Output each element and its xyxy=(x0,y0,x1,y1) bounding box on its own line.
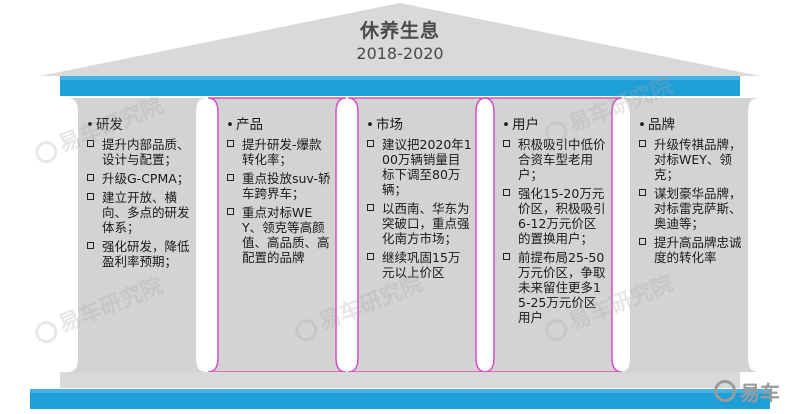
column-item-list: 提升研发-爆款转化率； 重点投放suv-轿车跨界车； 重点对标WEY、领克等高颜值、… xyxy=(226,137,332,265)
list-item: 重点对标WEY、领克等高颜值、高品质、高配置的品牌 xyxy=(226,205,332,265)
list-item: 前提布局25-50万元价区，争取未来留住更多15-25万元价区用户 xyxy=(502,250,608,325)
bullet-dot-icon: • xyxy=(226,117,234,133)
list-item-text: 继续巩固15万元以上价区 xyxy=(382,250,461,280)
list-item: 升级G-CPMA； xyxy=(86,171,192,186)
square-bullet-icon xyxy=(639,189,646,196)
square-bullet-icon xyxy=(87,193,94,200)
base-step-top xyxy=(60,372,740,388)
pediment-roof xyxy=(40,3,760,76)
list-item-text: 谋划豪华品牌，对标雷克萨斯、奥迪等； xyxy=(654,186,742,231)
list-item-text: 积极吸引中低价合资车型老用户； xyxy=(518,137,606,182)
column-heading: •研发 xyxy=(86,118,192,133)
square-bullet-icon xyxy=(87,242,94,249)
bullet-dot-icon: • xyxy=(502,117,510,133)
square-bullet-icon xyxy=(503,253,510,260)
list-item: 强化研发，降低盈利率预期； xyxy=(86,239,192,269)
column-heading-label: 品牌 xyxy=(647,117,675,133)
diagram-subtitle: 2018-2020 xyxy=(356,44,444,63)
diagram-title: 休养生息 xyxy=(359,20,440,42)
list-item: 强化15-20万元价区，积极吸引6-12万元价区的置换用户； xyxy=(502,186,608,246)
column-5-content: •品牌升级传祺品牌，对标WEY、领克；谋划豪华品牌，对标雷克萨斯、奥迪等； 提升高… xyxy=(638,118,744,269)
column-4-content: •用户积极吸引中低价合资车型老用户；强化15-20万元价区，积极吸引6-12万元… xyxy=(502,118,608,329)
column-heading-label: 产品 xyxy=(235,117,263,133)
column-heading-label: 用户 xyxy=(511,117,539,133)
list-item-text: 强化15-20万元价区，积极吸引6-12万元价区的置换用户； xyxy=(518,186,606,246)
list-item-text: 重点投放suv-轿车跨界车； xyxy=(242,171,331,201)
list-item-text: 提升内部品质、设计与配置； xyxy=(102,137,190,167)
square-bullet-icon xyxy=(227,174,234,181)
column-item-list: 积极吸引中低价合资车型老用户；强化15-20万元价区，积极吸引6-12万元价区的… xyxy=(502,137,608,325)
list-item-text: 建议把2020年100万辆销量目标下调至80万辆； xyxy=(382,137,472,197)
list-item: 重点投放suv-轿车跨界车； xyxy=(226,171,332,201)
list-item: 升级传祺品牌，对标WEY、领克； xyxy=(638,137,744,182)
square-bullet-icon xyxy=(639,140,646,147)
list-item: 建立开放、横向、多点的研发体系； xyxy=(86,190,192,235)
column-heading-label: 研发 xyxy=(95,117,123,133)
list-item-text: 以西南、华东为突破口，重点强化南方市场； xyxy=(382,201,470,246)
base-step-bottom xyxy=(30,389,770,409)
list-item-text: 前提布局25-50万元价区，争取未来留住更多15-25万元价区用户 xyxy=(518,250,606,325)
column-1 xyxy=(68,98,206,372)
square-bullet-icon xyxy=(367,253,374,260)
bullet-dot-icon: • xyxy=(86,117,94,133)
columns-group xyxy=(68,97,758,373)
list-item: 以西南、华东为突破口，重点强化南方市场； xyxy=(366,201,472,246)
list-item: 积极吸引中低价合资车型老用户； xyxy=(502,137,608,182)
column-heading: •市场 xyxy=(366,118,472,133)
top-beam xyxy=(60,76,740,96)
square-bullet-icon xyxy=(503,189,510,196)
list-item: 建议把2020年100万辆销量目标下调至80万辆； xyxy=(366,137,472,197)
square-bullet-icon xyxy=(227,140,234,147)
square-bullet-icon xyxy=(503,140,510,147)
column-1-content: •研发提升内部品质、设计与配置； 升级G-CPMA； 建立开放、横向、多点的研发体系… xyxy=(86,118,192,273)
column-heading: •用户 xyxy=(502,118,608,133)
list-item: 提升高品牌忠诚度的转化率 xyxy=(638,235,744,265)
column-item-list: 升级传祺品牌，对标WEY、领克；谋划豪华品牌，对标雷克萨斯、奥迪等； 提升高品牌忠… xyxy=(638,137,744,265)
list-item-text: 提升研发-爆款转化率； xyxy=(242,137,322,167)
list-item-text: 建立开放、横向、多点的研发体系； xyxy=(102,190,190,235)
column-item-list: 建议把2020年100万辆销量目标下调至80万辆；以西南、华东为突破口，重点强化… xyxy=(366,137,472,280)
bullet-dot-icon: • xyxy=(366,117,374,133)
list-item: 提升研发-爆款转化率； xyxy=(226,137,332,167)
column-item-list: 提升内部品质、设计与配置； 升级G-CPMA； 建立开放、横向、多点的研发体系； 强化… xyxy=(86,137,192,269)
square-bullet-icon xyxy=(87,140,94,147)
column-5 xyxy=(620,98,758,372)
square-bullet-icon xyxy=(367,204,374,211)
column-heading: •产品 xyxy=(226,118,332,133)
square-bullet-icon xyxy=(639,238,646,245)
column-3-content: •市场建议把2020年100万辆销量目标下调至80万辆；以西南、华东为突破口，重… xyxy=(366,118,472,284)
square-bullet-icon xyxy=(227,208,234,215)
list-item-text: 强化研发，降低盈利率预期； xyxy=(102,239,190,269)
list-item-text: 升级传祺品牌，对标WEY、领克； xyxy=(654,137,742,182)
brand-logo: 易车 xyxy=(714,377,780,406)
list-item: 谋划豪华品牌，对标雷克萨斯、奥迪等； xyxy=(638,186,744,231)
list-item-text: 重点对标WEY、领克等高颜值、高品质、高配置的品牌 xyxy=(242,205,330,265)
list-item: 继续巩固15万元以上价区 xyxy=(366,250,472,280)
list-item-text: 提升高品牌忠诚度的转化率 xyxy=(654,235,742,265)
column-heading-label: 市场 xyxy=(375,117,403,133)
list-item: 提升内部品质、设计与配置； xyxy=(86,137,192,167)
list-item-text: 升级G-CPMA； xyxy=(102,171,190,186)
bullet-dot-icon: • xyxy=(638,117,646,133)
square-bullet-icon xyxy=(87,174,94,181)
square-bullet-icon xyxy=(367,140,374,147)
column-heading: •品牌 xyxy=(638,118,744,133)
column-2-content: •产品提升研发-爆款转化率； 重点投放suv-轿车跨界车； 重点对标WEY、领克等高… xyxy=(226,118,332,269)
